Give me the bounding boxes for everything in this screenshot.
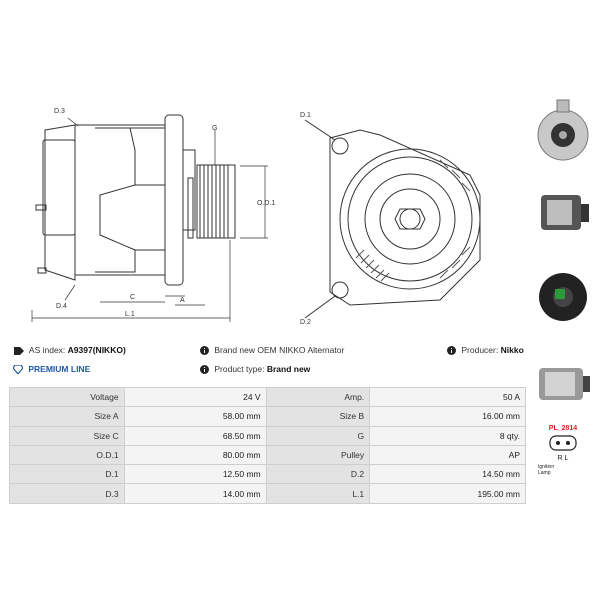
label-d4: D.4 xyxy=(56,303,67,310)
spec-right-label: L.1 xyxy=(265,483,371,504)
spec-right-label: G xyxy=(265,425,371,446)
label-l1: L.1 xyxy=(125,311,135,318)
premium-line: PREMIUM LINE xyxy=(13,364,91,375)
spec-right-label: D.2 xyxy=(265,464,371,485)
product-photo-front[interactable] xyxy=(533,95,593,167)
spec-right-label: Size B xyxy=(265,406,371,427)
spec-left-label: D.3 xyxy=(9,483,125,504)
spec-right-value: AP xyxy=(369,444,526,466)
spec-right-value: 50 A xyxy=(369,386,526,408)
description-text: Brand new OEM NIKKO Alternator xyxy=(214,345,345,355)
as-index-label: AS index: xyxy=(28,345,66,355)
producer-label: Producer: xyxy=(461,345,499,355)
producer: Producer: Nikko xyxy=(447,345,524,356)
producer-value: Nikko xyxy=(500,345,524,355)
spec-left-value: 14.00 mm xyxy=(123,483,267,504)
plug-legend-1: Ignition xyxy=(538,464,555,470)
spec-left-label: Voltage xyxy=(9,386,125,408)
as-index: AS index: A9397(NIKKO) xyxy=(14,345,126,355)
label-c: C xyxy=(130,294,135,301)
spec-left-value: 68.50 mm xyxy=(123,425,267,446)
spec-right-label: Amp. xyxy=(265,386,371,408)
spec-left-value: 12.50 mm xyxy=(123,464,267,485)
info-icon xyxy=(200,365,209,375)
spec-right-value: 8 qty. xyxy=(369,425,526,446)
product-type-label: Product type: xyxy=(214,364,265,374)
plug-connector-icon xyxy=(549,435,577,451)
label-od1: O.D.1 xyxy=(257,200,275,207)
plug-terminals: R L xyxy=(557,455,569,462)
product-photo-rear[interactable] xyxy=(533,265,593,330)
plug-legend-2: Lamp xyxy=(538,470,551,476)
spec-left-label: Size A xyxy=(9,406,125,427)
product-type: Product type: Brand new xyxy=(200,364,311,375)
technical-drawing: D.3 D.4 G O.D.1 C A L.1 D.1 D.2 xyxy=(31,108,481,326)
product-photo-side[interactable] xyxy=(533,180,593,245)
as-index-value: A9397(NIKKO) xyxy=(67,345,126,355)
description: Brand new OEM NIKKO Alternator xyxy=(200,345,345,356)
label-d3: D.3 xyxy=(54,108,65,115)
info-icon xyxy=(200,346,209,356)
product-type-value: Brand new xyxy=(266,364,311,374)
spec-left-value: 24 V xyxy=(123,386,267,408)
spec-right-label: Pulley xyxy=(265,444,371,466)
tag-icon xyxy=(14,346,24,355)
spec-right-value: 16.00 mm xyxy=(369,406,526,427)
spec-right-value: 195.00 mm xyxy=(369,483,526,504)
spec-left-label: Size C xyxy=(9,425,125,446)
spec-right-value: 14.50 mm xyxy=(369,464,526,485)
spec-left-label: D.1 xyxy=(9,464,125,485)
label-g: G xyxy=(212,125,217,132)
product-photo-top[interactable] xyxy=(533,350,593,415)
label-a: A xyxy=(180,297,185,304)
spec-left-label: O.D.1 xyxy=(9,444,125,466)
premium-line-label: PREMIUM LINE xyxy=(28,364,91,374)
spec-left-value: 58.00 mm xyxy=(123,406,267,427)
plug-diagram: PL_2814 R L Ignition Lamp xyxy=(538,425,588,495)
info-icon xyxy=(447,346,456,356)
label-d2: D.2 xyxy=(300,319,311,326)
plug-code: PL_2814 xyxy=(548,425,578,432)
spec-left-value: 80.00 mm xyxy=(123,444,267,466)
label-d1: D.1 xyxy=(300,112,311,119)
diamond-icon xyxy=(13,365,23,375)
